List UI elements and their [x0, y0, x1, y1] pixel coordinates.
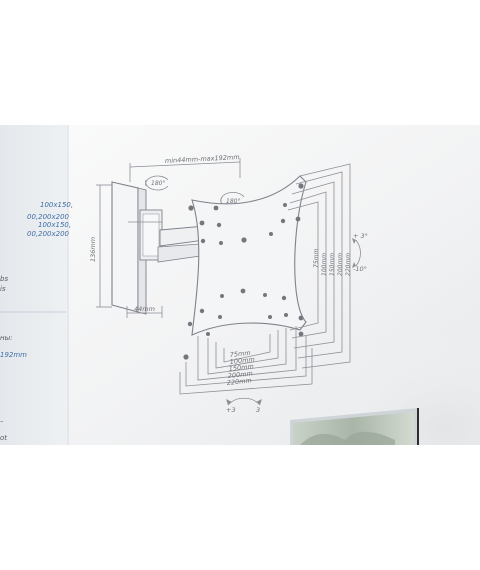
- left-info-panel: [0, 125, 68, 445]
- vertical-vesa-100: 100mm: [321, 253, 328, 276]
- right-rotation-label: 180°: [226, 198, 240, 205]
- horizontal-vesa-lines: 75mm 100mm 150mm 200mm 220mm: [185, 326, 307, 387]
- height-dimension: 136mm: [89, 184, 112, 308]
- horizontal-vesa-75: 75mm: [229, 349, 251, 359]
- side-text-5: bs: [0, 275, 8, 283]
- vesa-holes: [183, 183, 304, 360]
- side-text-9: –: [0, 417, 4, 425]
- wall-bracket: [111, 181, 163, 315]
- side-text-3: 100x150,: [38, 221, 71, 229]
- tv-photo: [290, 408, 419, 445]
- side-text-2: 00,200x200: [27, 213, 70, 221]
- height-dimension-label: 136mm: [89, 237, 97, 262]
- left-rotation-label: 180°: [151, 180, 165, 187]
- side-text-8: 192mm: [0, 351, 27, 359]
- vertical-vesa-200: 200mm: [337, 253, 344, 276]
- bottom-margin: [0, 445, 480, 570]
- tilt-down-label: -10°: [353, 265, 367, 273]
- horizontal-vesa-100: 100mm: [229, 355, 255, 366]
- depth-dimension: 44mm: [126, 305, 163, 318]
- tilt-up-label: + 3°: [353, 232, 368, 240]
- side-text-10: ot: [0, 434, 7, 442]
- side-text-6: is: [0, 285, 6, 293]
- side-text-1: 100x150,: [40, 201, 73, 209]
- side-text-4: 00,200x200: [27, 230, 70, 238]
- horizontal-vesa-150: 150mm: [228, 362, 254, 373]
- depth-dimension-label: 44mm: [134, 305, 155, 313]
- horizontal-vesa-220: 220mm: [226, 376, 252, 387]
- side-text-7: ны:: [0, 334, 12, 342]
- horizontal-vesa-200: 200mm: [227, 369, 253, 380]
- vertical-vesa-150: 150mm: [329, 253, 336, 276]
- vertical-vesa-lines: 75mm 100mm 150mm 200mm 220mm: [287, 163, 352, 369]
- swivel-indicator: +3 3: [226, 397, 262, 414]
- top-dimension: min44mm-max192mm: [129, 153, 241, 182]
- swivel-right-label: 3: [256, 406, 260, 414]
- vesa-plate: [183, 175, 307, 360]
- vertical-vesa-75: 75mm: [313, 249, 320, 268]
- swing-arm: [128, 221, 206, 263]
- tilt-indicator: + 3° -10°: [352, 232, 368, 273]
- top-dimension-label: min44mm-max192mm: [165, 153, 240, 165]
- swivel-left-label: +3: [226, 406, 236, 414]
- vertical-vesa-220: 220mm: [345, 253, 352, 276]
- left-rotation-indicator: 180°: [145, 175, 169, 191]
